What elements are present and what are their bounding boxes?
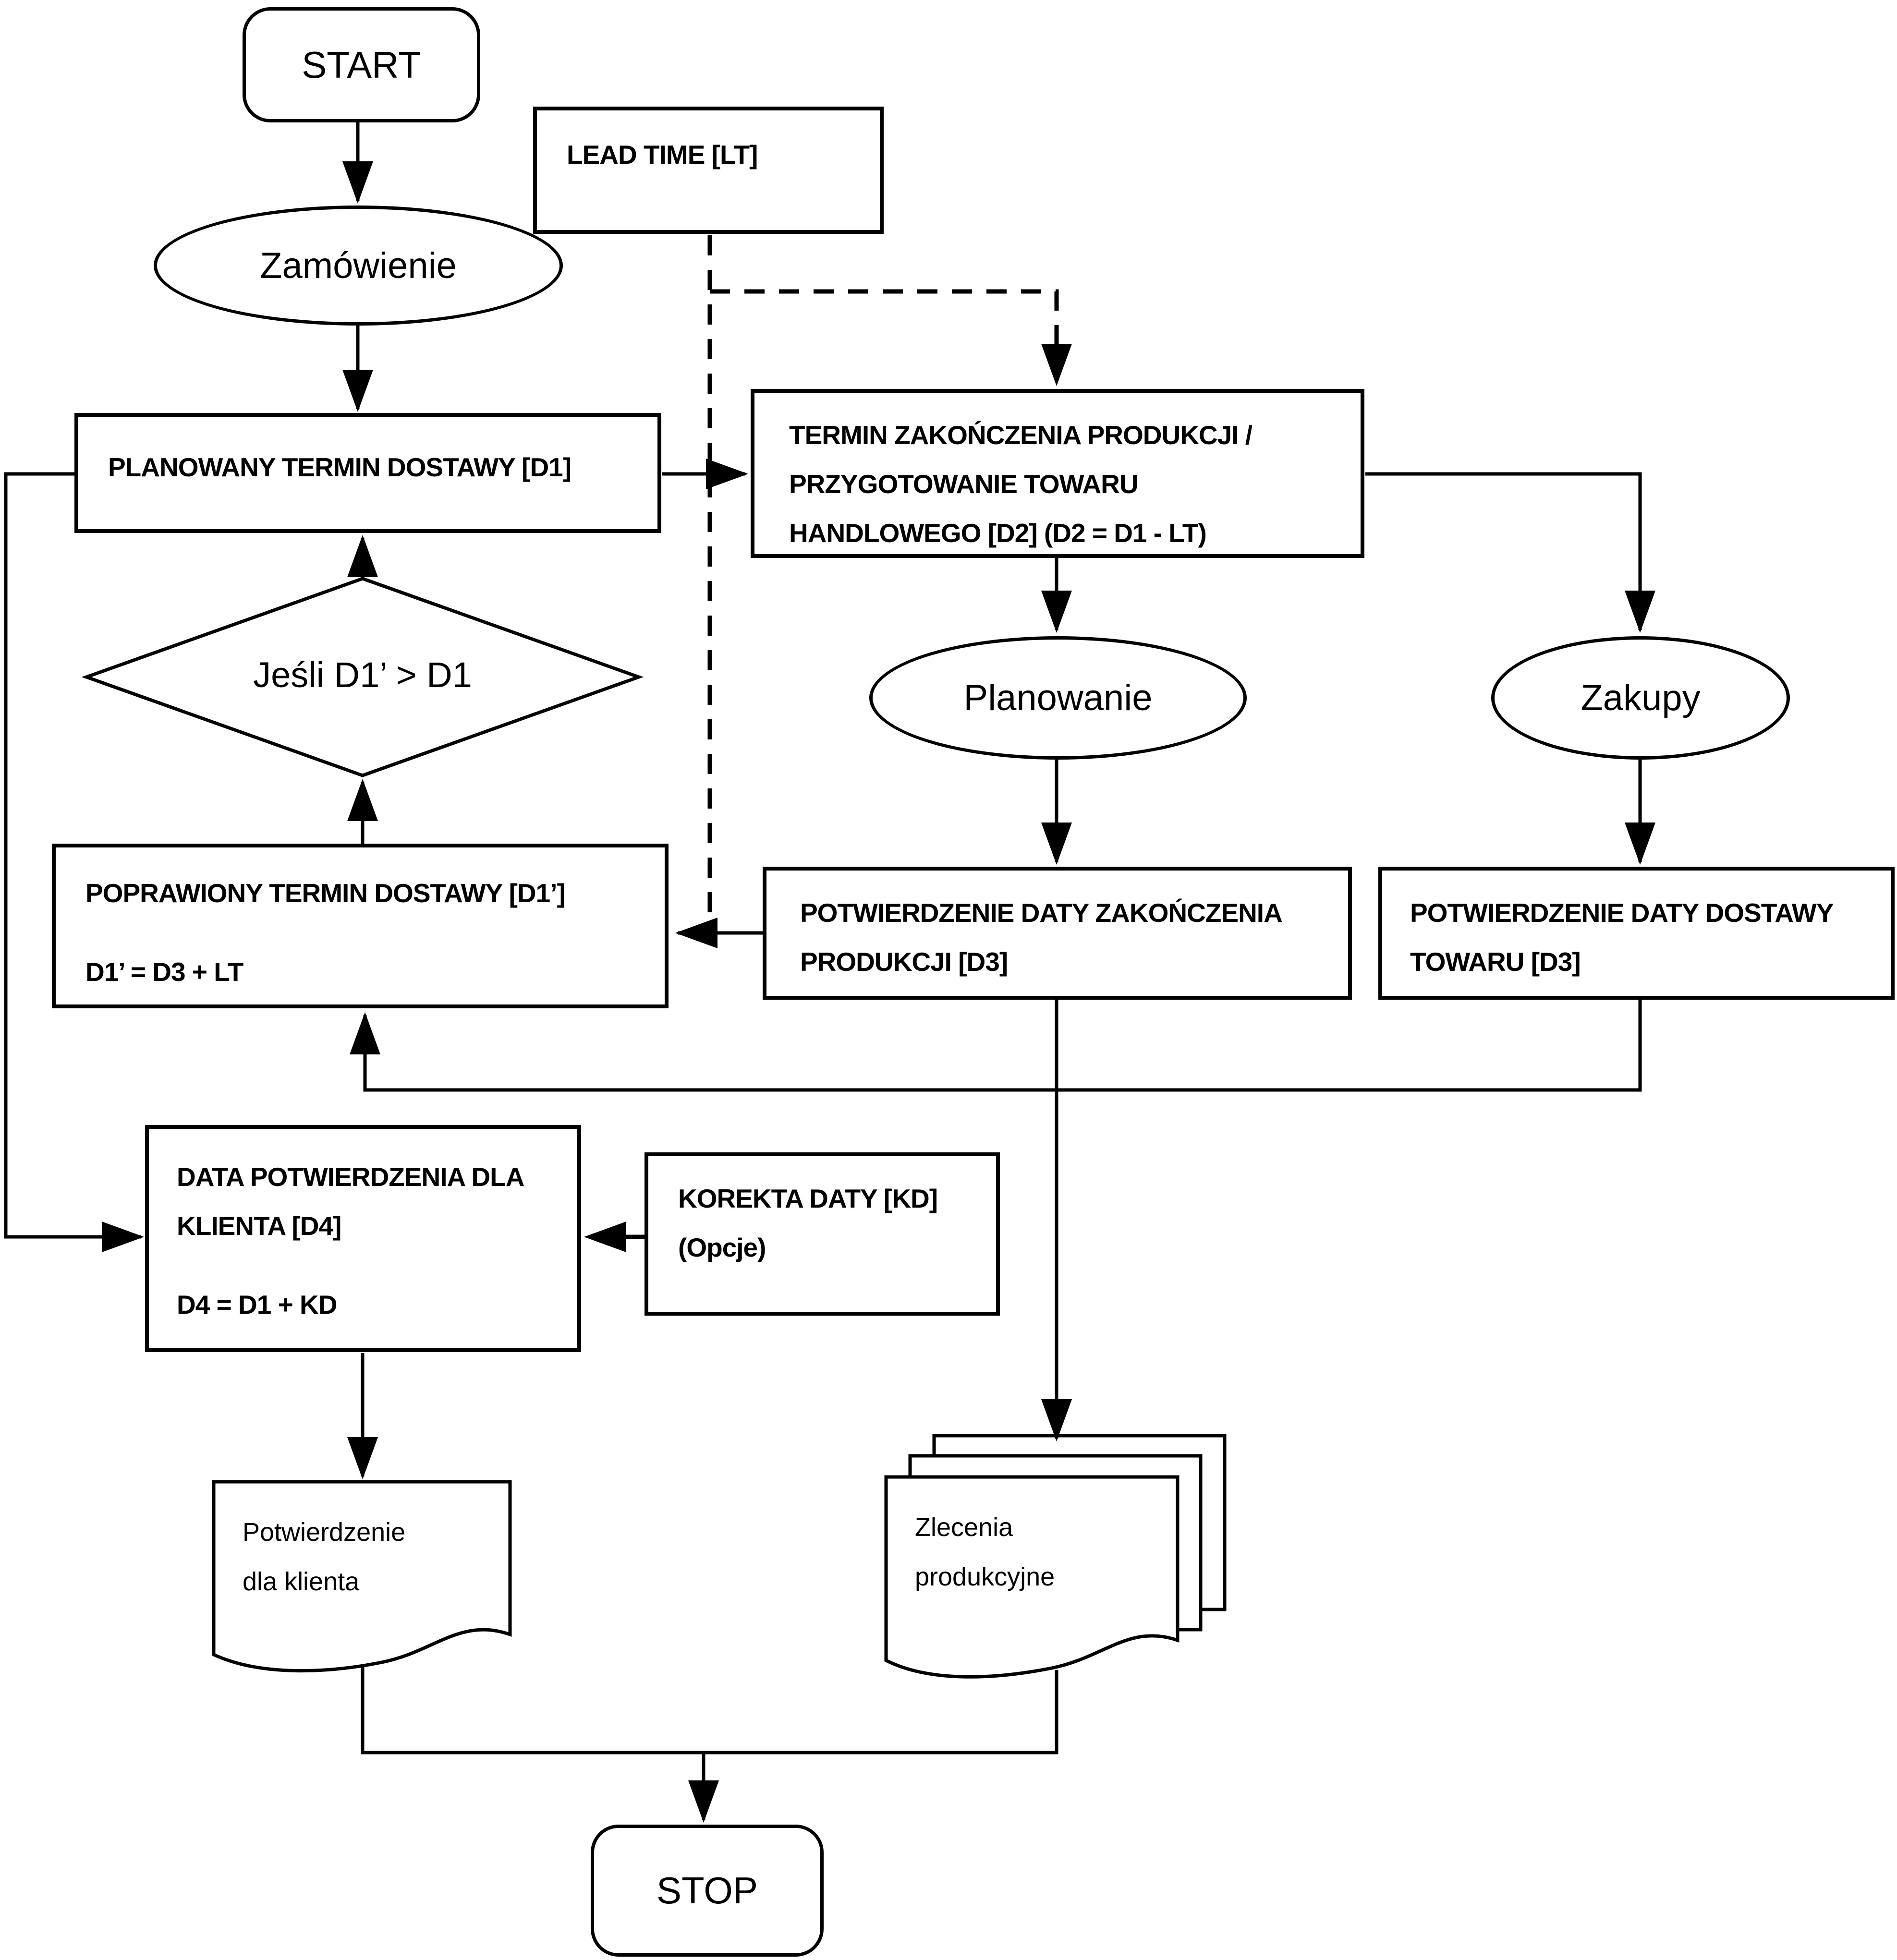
potwierdzenie-dostawy-box: POTWIERDZENIE DATY DOSTAWY TOWARU [D3] (1378, 867, 1895, 1000)
start-terminal: START (243, 7, 480, 122)
poprawiony-line1: POPRAWIONY TERMIN DOSTAWY [D1’] (85, 878, 566, 908)
doc-zlecenia-line1: Zlecenia (915, 1513, 1013, 1542)
doc-zlecenia-line2: produkcyjne (915, 1562, 1055, 1591)
planowany-termin-label: PLANOWANY TERMIN DOSTAWY [D1] (108, 452, 572, 482)
document-potwierdzenie-shape (212, 1480, 512, 1673)
zamowienie-ellipse: Zamówienie (154, 206, 563, 326)
data-potwierdzenia-box: DATA POTWIERDZENIA DLA KLIENTA [D4] D4 =… (145, 1125, 581, 1352)
poprawiony-formula: D1’ = D3 + LT (85, 956, 243, 987)
data-potw-formula: D4 = D1 + KD (177, 1289, 337, 1319)
termin-line3: HANDLOWEGO [D2] (D2 = D1 - LT) (789, 518, 1207, 548)
stop-label: STOP (657, 1869, 758, 1912)
potw-dostawy-line2: TOWARU [D3] (1410, 946, 1581, 977)
planowany-termin-box: PLANOWANY TERMIN DOSTAWY [D1] (74, 413, 661, 533)
decision-diamond (81, 577, 644, 777)
edge-leadtime-termin-dashed (710, 289, 1072, 386)
edge-termin-zakupy (1365, 472, 1655, 633)
poprawiony-termin-box: POPRAWIONY TERMIN DOSTAWY [D1’] D1’ = D3… (52, 844, 669, 1008)
termin-zakonczenia-box: TERMIN ZAKOŃCZENIA PRODUKCJI / PRZYGOTOW… (751, 389, 1364, 558)
planowanie-ellipse: Planowanie (869, 636, 1247, 760)
zamowienie-label: Zamówienie (260, 245, 457, 286)
doc-potwierdzenie-line1: Potwierdzenie (243, 1518, 406, 1547)
lead-time-label: LEAD TIME [LT] (567, 140, 758, 169)
edge-docpotwierdzenie-merge (361, 1664, 704, 1754)
potw-zakonczenia-line1: POTWIERDZENIE DATY ZAKOŃCZENIA (800, 898, 1283, 928)
stop-terminal: STOP (591, 1825, 824, 1957)
korekta-line2: (Opcje) (678, 1232, 766, 1262)
korekta-line1: KOREKTA DATY [KD] (678, 1184, 938, 1213)
document-zlecenia-front-sheet (884, 1475, 1180, 1679)
korekta-daty-box: KOREKTA DATY [KD] (Opcje) (644, 1152, 1000, 1316)
edge-doczlecenia-merge (704, 1670, 1058, 1754)
potwierdzenie-zakonczenia-box: POTWIERDZENIE DATY ZAKOŃCZENIA PRODUKCJI… (763, 867, 1352, 1000)
decision-label: Jeśli D1’ > D1 (253, 654, 472, 695)
termin-line1: TERMIN ZAKOŃCZENIA PRODUKCJI / (789, 420, 1253, 450)
data-potw-line1: DATA POTWIERDZENIA DLA (177, 1162, 524, 1192)
termin-line2: PRZYGOTOWANIE TOWARU (789, 469, 1139, 499)
potw-dostawy-line1: POTWIERDZENIE DATY DOSTAWY (1410, 898, 1834, 928)
doc-potwierdzenie-label: Potwierdzenie dla klienta (243, 1508, 502, 1606)
data-potw-line2: KLIENTA [D4] (177, 1210, 341, 1241)
potw-zakonczenia-line2: PRODUKCJI [D3] (800, 946, 1008, 977)
zakupy-label: Zakupy (1581, 678, 1701, 718)
lead-time-box: LEAD TIME [LT] (533, 107, 884, 234)
start-label: START (302, 43, 421, 86)
doc-zlecenia-label: Zlecenia produkcyjne (915, 1503, 1174, 1601)
edge-planowany-datapotwierdzenia (4, 472, 144, 1252)
zakupy-ellipse: Zakupy (1491, 636, 1790, 760)
planowanie-label: Planowanie (963, 678, 1153, 718)
edge-potwdostawy-poprawiony-feedback (350, 1000, 1642, 1092)
doc-potwierdzenie-line2: dla klienta (243, 1567, 360, 1596)
